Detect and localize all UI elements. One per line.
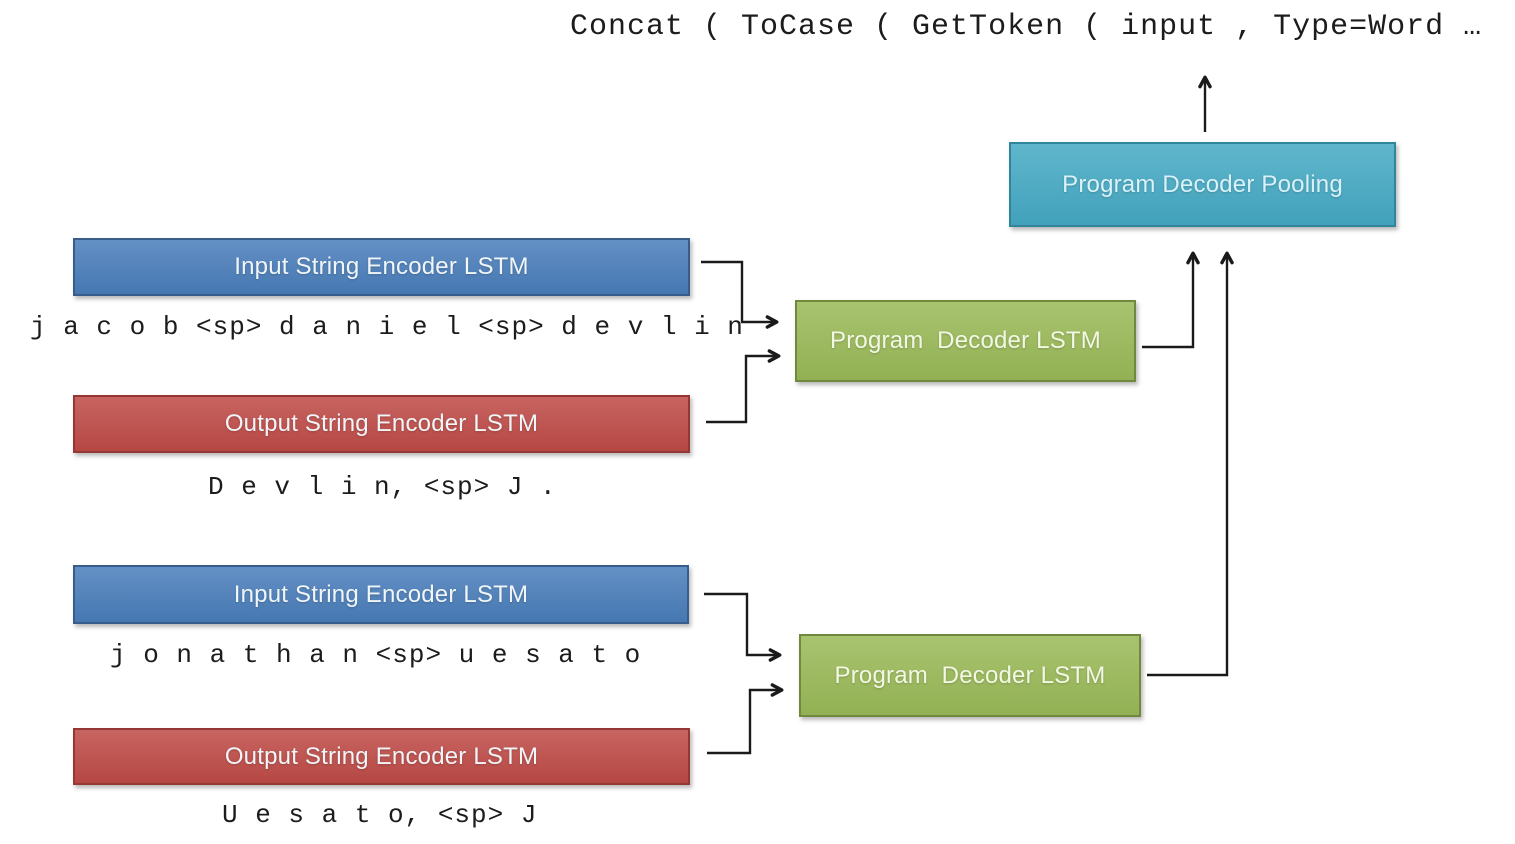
program-decoder-pooling-box: Program Decoder Pooling bbox=[1009, 142, 1396, 227]
arrow-example-2-input-to-decoder bbox=[704, 592, 782, 662]
example-2-output-encoder-box: Output String Encoder LSTM bbox=[73, 728, 690, 785]
example-1-program-decoder-label: Program Decoder LSTM bbox=[830, 327, 1101, 354]
example-2-input-encoder-box: Input String Encoder LSTM bbox=[73, 565, 689, 624]
example-1-output-encoder-box: Output String Encoder LSTM bbox=[73, 395, 690, 453]
example-2-input-string: j o n a t h a n <sp> u e s a t o bbox=[110, 640, 642, 670]
example-2-output-encoder-label: Output String Encoder LSTM bbox=[224, 742, 539, 770]
arrow-example-1-decoder-to-pooling bbox=[1142, 251, 1200, 349]
arrow-example-1-output-to-decoder bbox=[706, 349, 781, 424]
example-2-output-string: U e s a t o, <sp> J bbox=[222, 800, 538, 830]
program-output-expression: Concat ( ToCase ( GetToken ( input , Typ… bbox=[570, 10, 1483, 44]
example-2-program-decoder-box: Program Decoder LSTM bbox=[799, 634, 1141, 717]
example-1-program-decoder-box: Program Decoder LSTM bbox=[795, 300, 1136, 382]
example-1-output-string: D e v l i n, <sp> J . bbox=[208, 472, 557, 502]
example-2-input-encoder-label: Input String Encoder LSTM bbox=[233, 580, 529, 608]
example-1-input-encoder-label: Input String Encoder LSTM bbox=[234, 253, 529, 280]
arrow-example-2-decoder-to-pooling bbox=[1147, 251, 1234, 677]
example-1-input-encoder-box: Input String Encoder LSTM bbox=[73, 238, 690, 296]
example-2-program-decoder-label: Program Decoder LSTM bbox=[834, 661, 1106, 689]
arrow-example-2-output-to-decoder bbox=[707, 683, 784, 755]
example-1-output-encoder-label: Output String Encoder LSTM bbox=[224, 410, 539, 437]
example-1-input-string: j a c o b <sp> d a n i e l <sp> d e v l … bbox=[30, 312, 744, 342]
program-decoder-pooling-label: Program Decoder Pooling bbox=[1062, 170, 1343, 198]
